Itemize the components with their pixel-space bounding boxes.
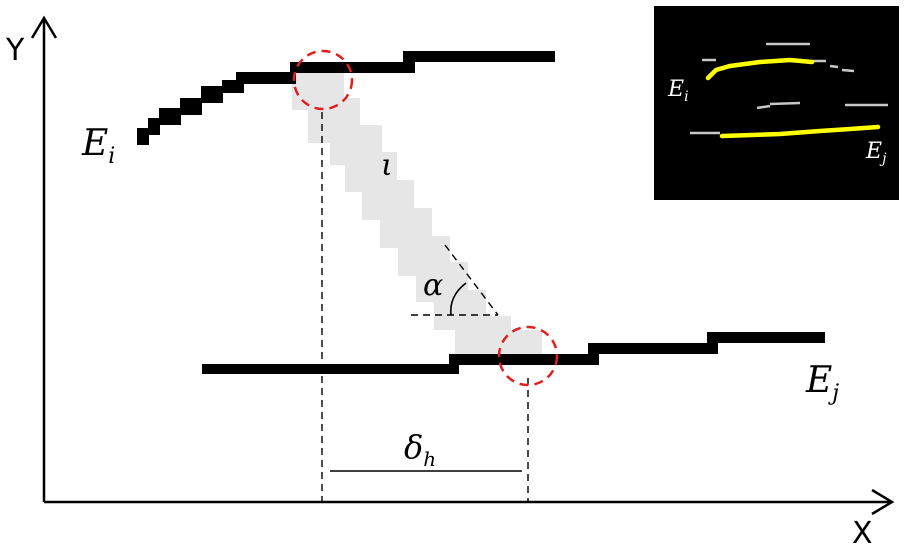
angle-direction-line	[444, 244, 499, 316]
axes	[30, 15, 895, 516]
inset-other-edges	[690, 42, 888, 135]
label-ei: Ei	[81, 123, 115, 169]
y-axis-label: Y	[5, 33, 25, 68]
connection-band	[292, 70, 542, 358]
edge-ei	[137, 51, 555, 145]
label-alpha: α	[423, 268, 443, 303]
label-ej: Ej	[805, 360, 839, 406]
alpha-arc	[449, 282, 467, 316]
endpoint-circle-ej	[497, 325, 559, 387]
inset-label-ej: Ej	[865, 139, 887, 167]
label-iota: ι	[381, 148, 393, 183]
edge-ej	[202, 332, 825, 374]
x-axis-arrowhead	[871, 488, 895, 516]
dashed-guides	[321, 112, 529, 502]
inset-label-ei: Ei	[667, 77, 689, 105]
endpoint-circle-ei	[292, 49, 354, 111]
label-delta-h: δh	[404, 428, 436, 471]
x-axis-label: X	[852, 516, 873, 546]
inset-highlight-edges	[705, 57, 881, 139]
y-axis-arrowhead	[30, 15, 58, 39]
inset-edge-image: Ei Ej	[654, 6, 899, 200]
